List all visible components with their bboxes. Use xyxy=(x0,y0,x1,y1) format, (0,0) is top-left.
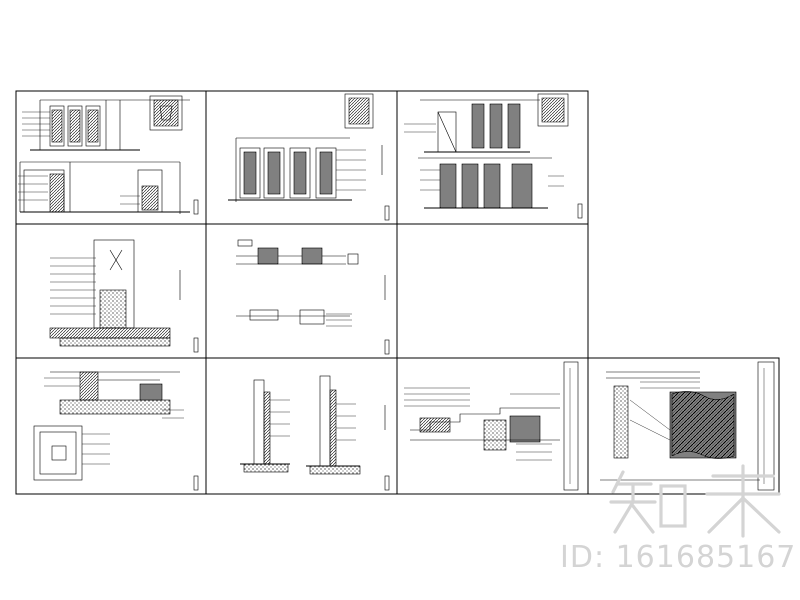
panel-2-elevation xyxy=(228,93,390,221)
panel-8-frame xyxy=(205,357,398,495)
panel-3-elevations xyxy=(404,93,583,219)
panel-5-details xyxy=(236,239,390,355)
panel-9-stair-section xyxy=(404,361,579,491)
panel-5-frame xyxy=(205,223,398,359)
panel-6-frame xyxy=(396,223,589,359)
panel-4-section xyxy=(49,239,199,353)
panel-7-section-plan xyxy=(33,371,199,491)
zhimo-logo-watermark xyxy=(609,464,781,538)
watermark-id-text: ID: 161685167 xyxy=(560,540,797,575)
panel-1-elevations xyxy=(18,95,199,215)
panel-10-textured-elevation xyxy=(600,361,775,491)
panel-8-wall-sections xyxy=(240,375,390,491)
